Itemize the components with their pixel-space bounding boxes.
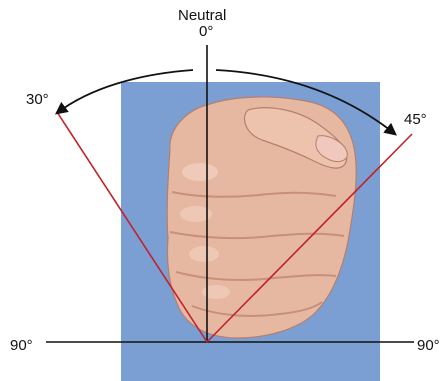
right-angle-label: 45° <box>404 112 427 128</box>
neutral-degree-label: 0° <box>199 24 213 40</box>
knuckle-highlight-3 <box>189 246 219 262</box>
fist-illustration <box>167 97 356 338</box>
neutral-label: Neutral <box>178 8 226 24</box>
baseline-right-angle-label: 90° <box>417 338 440 354</box>
knuckle-highlight-1 <box>182 163 218 181</box>
left-angle-label: 30° <box>26 92 49 108</box>
baseline-left-angle-label: 90° <box>10 338 33 354</box>
left-arc-arrow <box>57 70 193 113</box>
